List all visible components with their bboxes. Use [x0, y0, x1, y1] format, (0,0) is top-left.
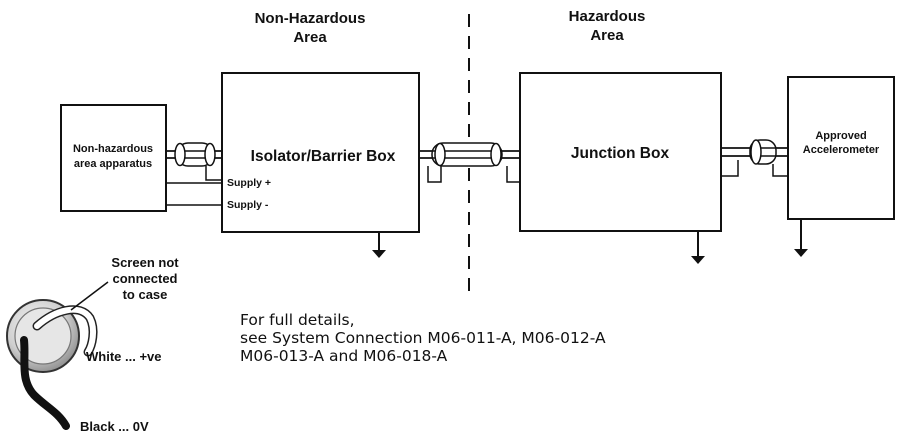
accelerometer-box — [787, 76, 895, 220]
cable-cross-section — [6, 281, 109, 430]
cable-inner-disc — [14, 307, 72, 365]
non-hazardous-heading-line1: Non-Hazardous — [255, 10, 366, 27]
supply-plus-label: Supply + — [227, 177, 271, 189]
screen-note-line2: connected — [112, 271, 177, 286]
non-hazardous-heading-line2: Area — [293, 29, 327, 46]
shielded-cable-2 — [419, 142, 520, 183]
junction-box — [519, 72, 722, 232]
white-wire — [34, 306, 97, 355]
details-note-line2: see System Connection M06-011-A, M06-012… — [240, 329, 606, 347]
accelerometer-label-line2: Accelerometer — [803, 144, 880, 156]
hazardous-heading-line1: Hazardous — [569, 8, 646, 25]
accelerometer-label-line1: Approved — [815, 130, 866, 142]
details-note: For full details, see System Connection … — [240, 311, 760, 365]
isolator-barrier-box — [221, 72, 420, 233]
ground-symbol-junction — [691, 231, 705, 264]
junction-box-label: Junction Box — [571, 145, 670, 162]
supply-minus-label: Supply - — [227, 199, 269, 211]
black-wire — [20, 336, 70, 430]
shielded-cable-1 — [166, 142, 222, 181]
apparatus-label-line2: area apparatus — [74, 158, 152, 170]
black-wire-label: Black ... 0V — [80, 419, 149, 434]
screen-note-line1: Screen not — [111, 255, 179, 270]
screen-note-line3: to case — [123, 287, 168, 302]
apparatus-label-line1: Non-hazardous — [73, 143, 153, 155]
isolator-barrier-label: Isolator/Barrier Box — [251, 148, 396, 165]
screen-pointer-line — [70, 281, 109, 311]
hazardous-heading-line2: Area — [590, 27, 624, 44]
details-note-line1: For full details, — [240, 311, 355, 329]
ground-symbol-isolator — [372, 232, 386, 258]
ground-symbol-accelerometer — [794, 219, 808, 257]
white-wire-label: White ... +ve — [86, 349, 162, 364]
details-note-line3: M06-013-A and M06-018-A — [240, 347, 448, 365]
shielded-cable-3 — [721, 139, 788, 177]
